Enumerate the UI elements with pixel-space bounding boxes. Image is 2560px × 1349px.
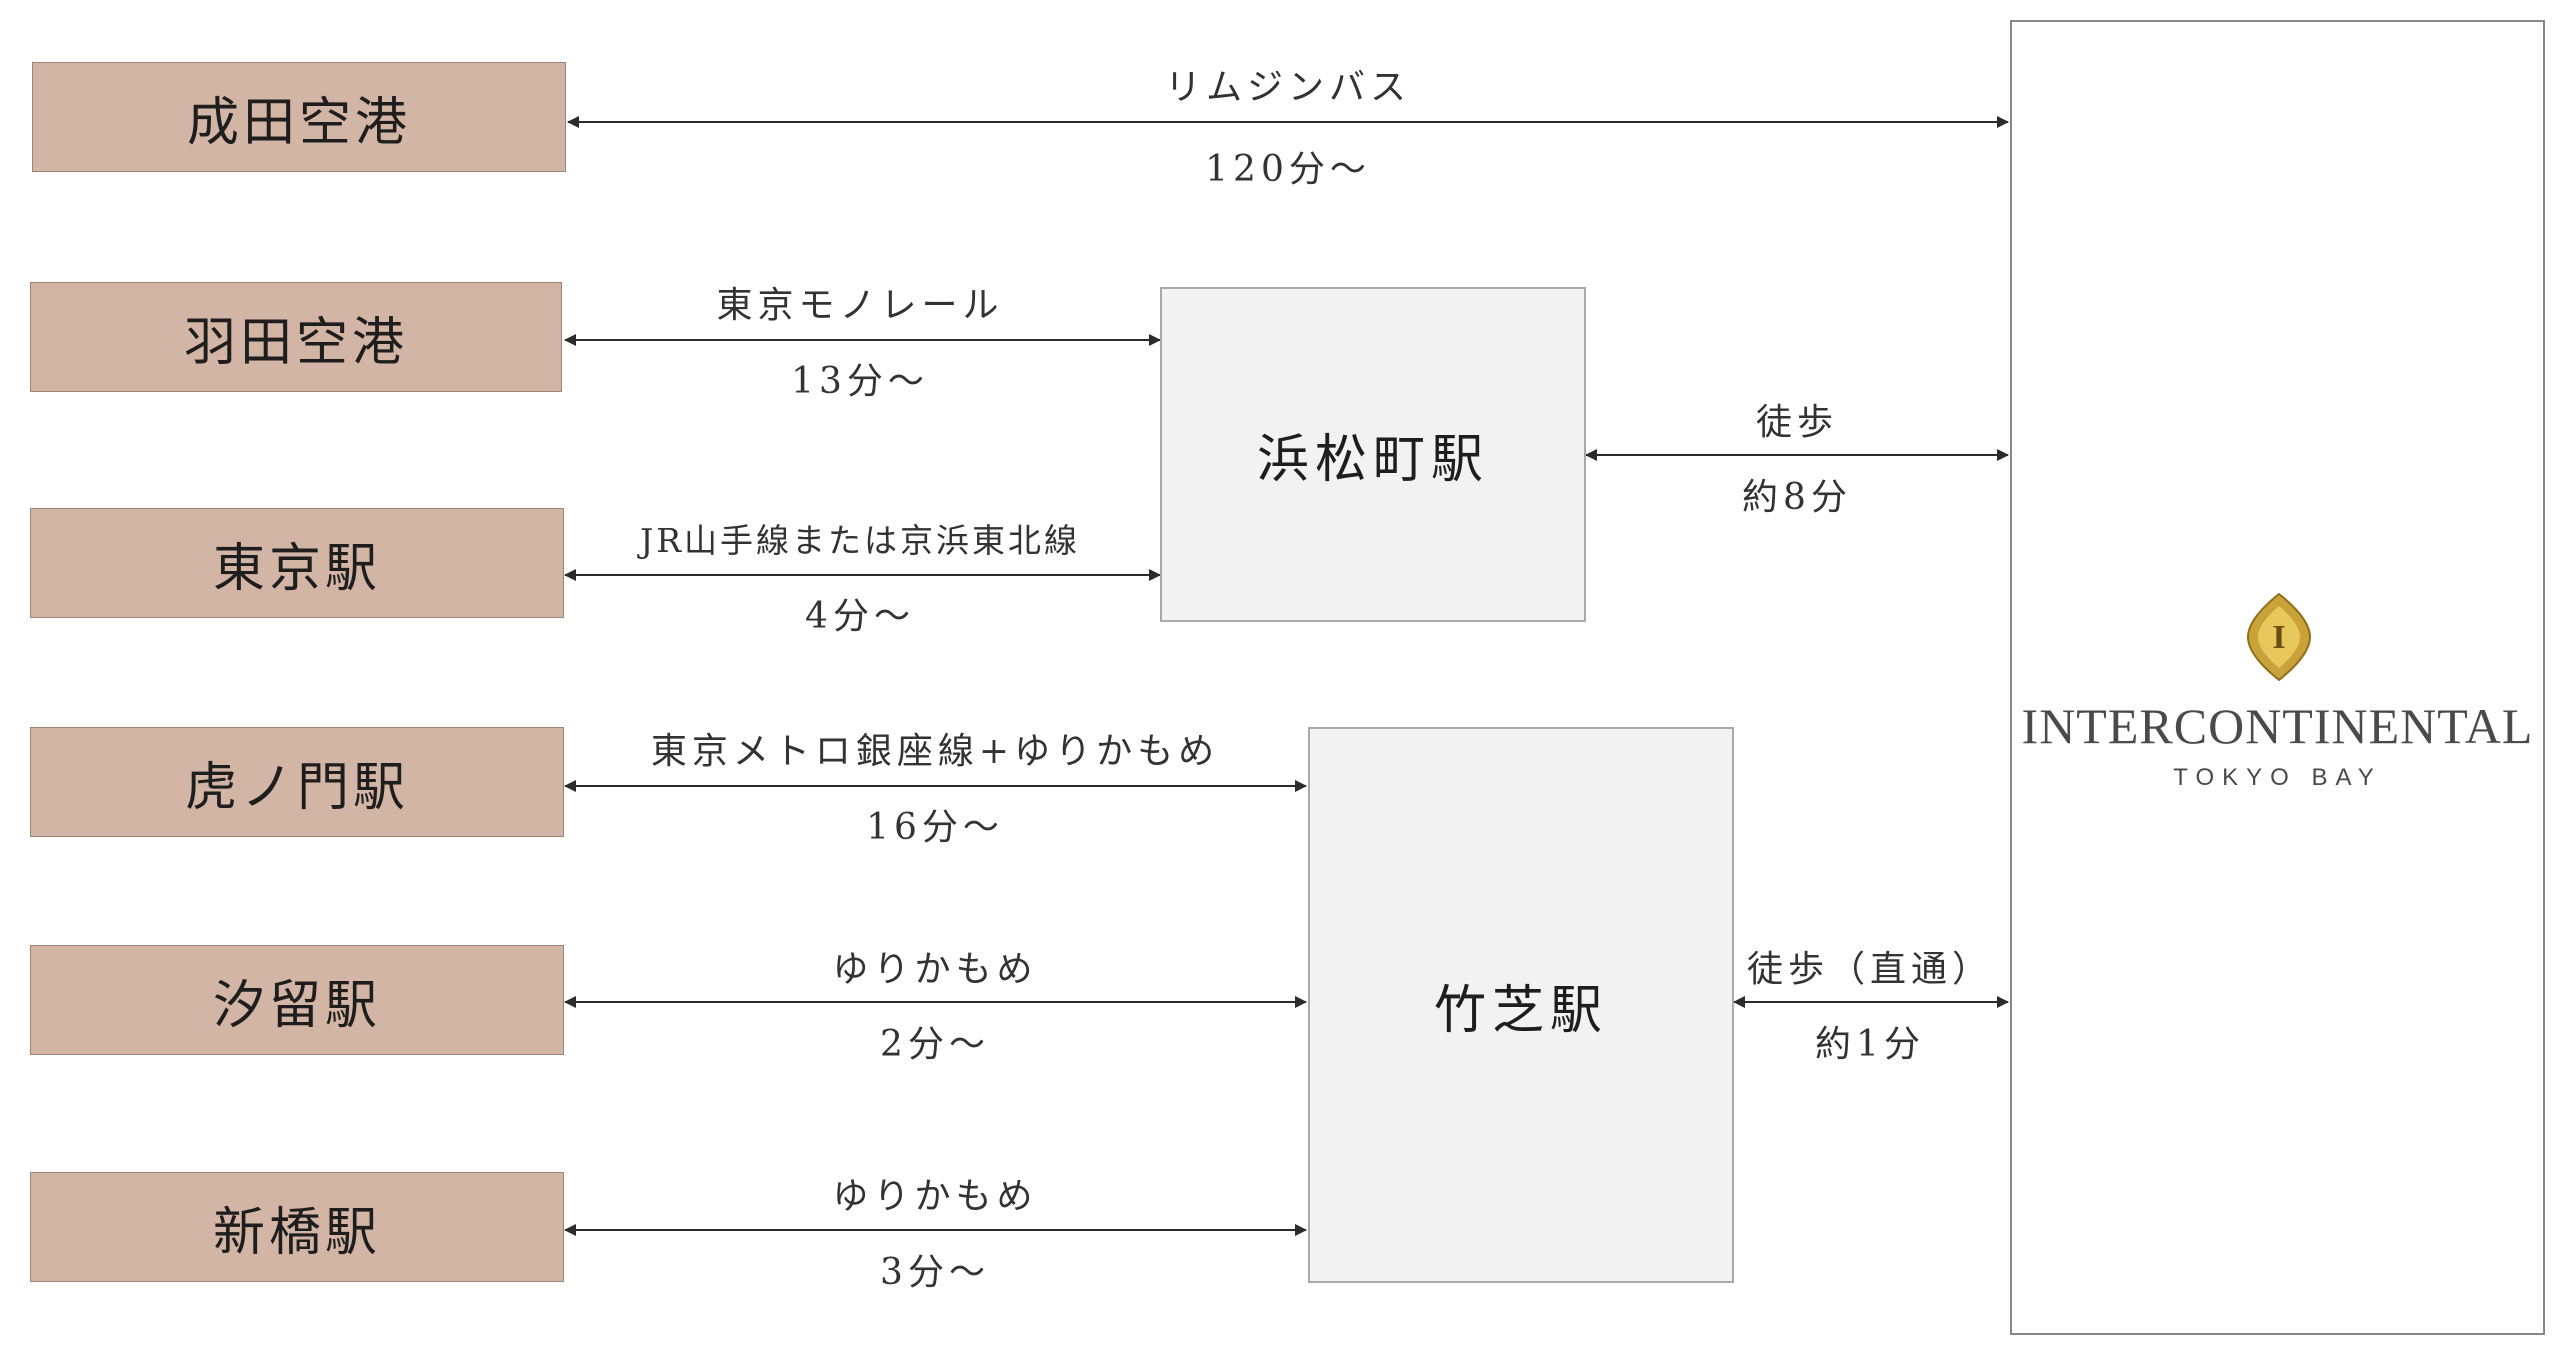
hotel-panel: I INTERCONTINENTAL TOKYO BAY — [2010, 20, 2545, 1335]
origin-label: 東京駅 — [212, 538, 381, 599]
origin-label: 虎ノ門駅 — [184, 757, 409, 818]
route-shimbashi-time: 3分～ — [880, 1252, 990, 1293]
origin-label: 汐留駅 — [212, 975, 381, 1036]
hotel-name: INTERCONTINENTAL — [2021, 698, 2534, 754]
hotel-subtitle: TOKYO BAY — [2173, 764, 2382, 791]
hub-label: 浜松町駅 — [1256, 430, 1489, 490]
route-shimbashi-line: ゆりかもめ — [832, 1176, 1038, 1217]
route-tokyo-line: JR山手線または京浜東北線 — [639, 521, 1081, 560]
origin-tokyo: 東京駅 — [30, 508, 564, 618]
origin-haneda: 羽田空港 — [30, 282, 562, 392]
route-narita-time: 120分～ — [1205, 149, 1371, 190]
origin-label: 新橋駅 — [212, 1202, 381, 1263]
origin-toranomon: 虎ノ門駅 — [30, 727, 564, 837]
route-haneda-line: 東京モノレール — [716, 285, 1004, 326]
route-narita-line: リムジンバス — [1164, 67, 1412, 108]
route-hamamatsucho-walk-line: 徒歩 — [1755, 402, 1839, 443]
route-toranomon-time: 16分～ — [866, 807, 1004, 848]
origin-label: 成田空港 — [186, 92, 411, 153]
origin-label: 羽田空港 — [183, 312, 408, 373]
hub-takeshiba: 竹芝駅 — [1308, 727, 1734, 1283]
emblem-letter: I — [2272, 619, 2285, 656]
hub-label: 竹芝駅 — [1433, 980, 1608, 1041]
origin-narita: 成田空港 — [32, 62, 566, 172]
route-haneda-time: 13分～ — [791, 361, 929, 402]
route-hamamatsucho-walk-time: 約8分 — [1742, 477, 1852, 518]
route-tokyo-time: 4分～ — [805, 596, 915, 637]
route-shiodome-line: ゆりかもめ — [832, 949, 1038, 990]
route-takeshiba-walk-line: 徒歩（直通） — [1746, 949, 1994, 990]
route-toranomon-line: 東京メトロ銀座線+ゆりかもめ — [650, 731, 1220, 772]
origin-shimbashi: 新橋駅 — [30, 1172, 564, 1282]
intercontinental-emblem-icon: I — [2246, 592, 2312, 682]
origin-shiodome: 汐留駅 — [30, 945, 564, 1055]
hub-hamamatsucho: 浜松町駅 — [1160, 287, 1586, 622]
route-shiodome-time: 2分～ — [880, 1024, 990, 1065]
route-takeshiba-walk-time: 約1分 — [1815, 1024, 1925, 1065]
